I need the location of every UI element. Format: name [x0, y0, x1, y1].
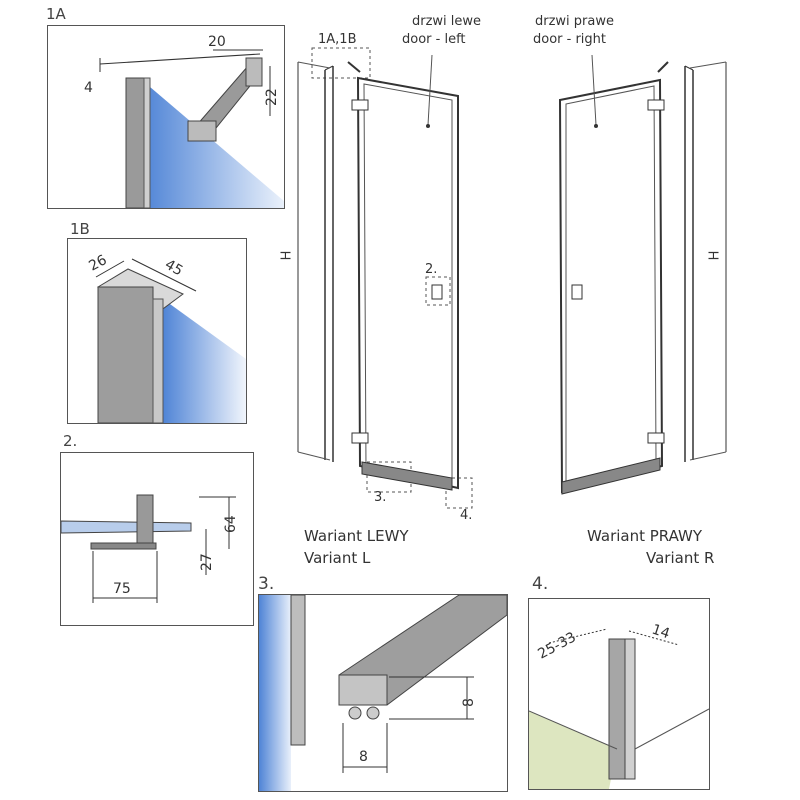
wall-floor-edge-right [634, 708, 709, 750]
detail-1a-label: 1A [46, 5, 66, 23]
callout-box-1a-1b [311, 47, 371, 79]
callout-box-2 [425, 276, 451, 306]
wall-floor-edge [529, 710, 618, 750]
dim-22: 22 [264, 88, 280, 106]
profile-post [97, 286, 154, 423]
seal-end [338, 674, 388, 706]
detail-2-label: 2. [63, 432, 78, 450]
handle-base [90, 542, 157, 550]
fixed-panel-top [324, 65, 334, 71]
height-ext-top [297, 61, 331, 69]
detail-1b-panel: 26 45 [67, 238, 247, 424]
fixed-panel-top [684, 65, 694, 71]
door-label-dot [426, 124, 430, 128]
floor [529, 711, 617, 789]
seal-lip-2 [366, 706, 380, 720]
detail-4-drawing: 25-33 14 [529, 622, 709, 789]
callout-box-4 [445, 477, 473, 509]
left-variant-pl: Wariant LEWY [304, 527, 409, 545]
height-ext-bottom [689, 451, 727, 461]
door-profile [290, 595, 306, 746]
seal-lip-1 [348, 706, 362, 720]
glass-edge [61, 520, 192, 534]
right-door-label-en: door - right [533, 32, 607, 47]
detail-1a-drawing: 20 4 22 [84, 34, 284, 208]
dim-27: 27 [199, 553, 215, 571]
glass-pane [163, 299, 246, 423]
right-variant-en: Variant R [646, 549, 715, 567]
wall-profile-side [624, 638, 636, 780]
door-handle [431, 284, 443, 300]
detail-3-label: 3. [258, 574, 275, 594]
wall-mount [245, 57, 263, 87]
glass-pane [143, 81, 284, 208]
left-door-label-en: door - left [402, 32, 466, 47]
left-variant-en: Variant L [304, 549, 371, 567]
detail-1b-drawing: 26 45 [86, 252, 246, 423]
left-callout-3: 3. [374, 490, 387, 505]
dim-line-45 [131, 258, 197, 292]
dim-45: 45 [162, 257, 185, 280]
left-height-label: H [279, 250, 295, 261]
detail-2-panel: 64 27 75 [60, 452, 254, 626]
detail-3-drawing: 8 8 [259, 595, 507, 791]
dim-14: 14 [650, 622, 672, 643]
door-label-leader [591, 54, 597, 126]
height-ext-bottom [297, 451, 331, 461]
profile-post [125, 77, 145, 208]
detail-4-label: 4. [532, 574, 549, 594]
detail-4-panel: 25-33 14 [528, 598, 710, 790]
right-door-label-pl: drzwi prawe [535, 14, 614, 29]
bottom-seal [361, 461, 453, 491]
dim-8-vertical: 8 [461, 698, 477, 707]
profile-side [152, 298, 164, 423]
reference-line [99, 53, 261, 65]
bottom-hinge [351, 432, 369, 444]
left-callout-2: 2. [425, 262, 438, 277]
bottom-hinge [647, 432, 665, 444]
left-callout-1a-1b: 1A,1B [318, 32, 357, 47]
door-glass [565, 85, 657, 487]
dim-4: 4 [84, 80, 93, 96]
door-frame [356, 76, 459, 490]
dim-64: 64 [223, 515, 239, 533]
glass-pane [259, 595, 291, 791]
dim-range: 25-33 [535, 629, 578, 662]
handle-post [136, 494, 154, 550]
door-handle [571, 284, 583, 300]
door-frame [558, 78, 664, 494]
dim-20: 20 [208, 34, 226, 50]
callout-box-3 [366, 461, 412, 493]
left-door-label-pl: drzwi lewe [412, 14, 482, 29]
right-height-label: H [707, 250, 723, 261]
wall-profile [608, 638, 626, 780]
top-hinge [647, 99, 665, 111]
dim-8-horizontal: 8 [359, 749, 368, 765]
height-ext-top [689, 61, 727, 69]
top-hinge [351, 99, 369, 111]
dim-26: 26 [86, 252, 109, 275]
support-arm-icon [657, 61, 669, 73]
dim-line-14 [628, 630, 680, 646]
door-label-dot [594, 124, 598, 128]
left-callout-4: 4. [460, 508, 473, 523]
support-arm-icon [347, 61, 361, 73]
arm-clamp [187, 120, 217, 142]
bottom-seal [561, 457, 661, 495]
profile-edge [143, 77, 151, 208]
dim-75: 75 [113, 581, 131, 597]
dim-line-26 [95, 260, 125, 278]
right-variant-pl: Wariant PRAWY [587, 527, 703, 545]
detail-3-panel: 8 8 [258, 594, 508, 792]
detail-2-drawing: 64 27 75 [61, 494, 239, 603]
door-label-leader [427, 54, 433, 126]
detail-1b-label: 1B [70, 220, 90, 238]
dim-line-range [548, 628, 608, 644]
detail-1a-panel: 20 4 22 [47, 25, 285, 209]
door-glass [363, 83, 453, 483]
